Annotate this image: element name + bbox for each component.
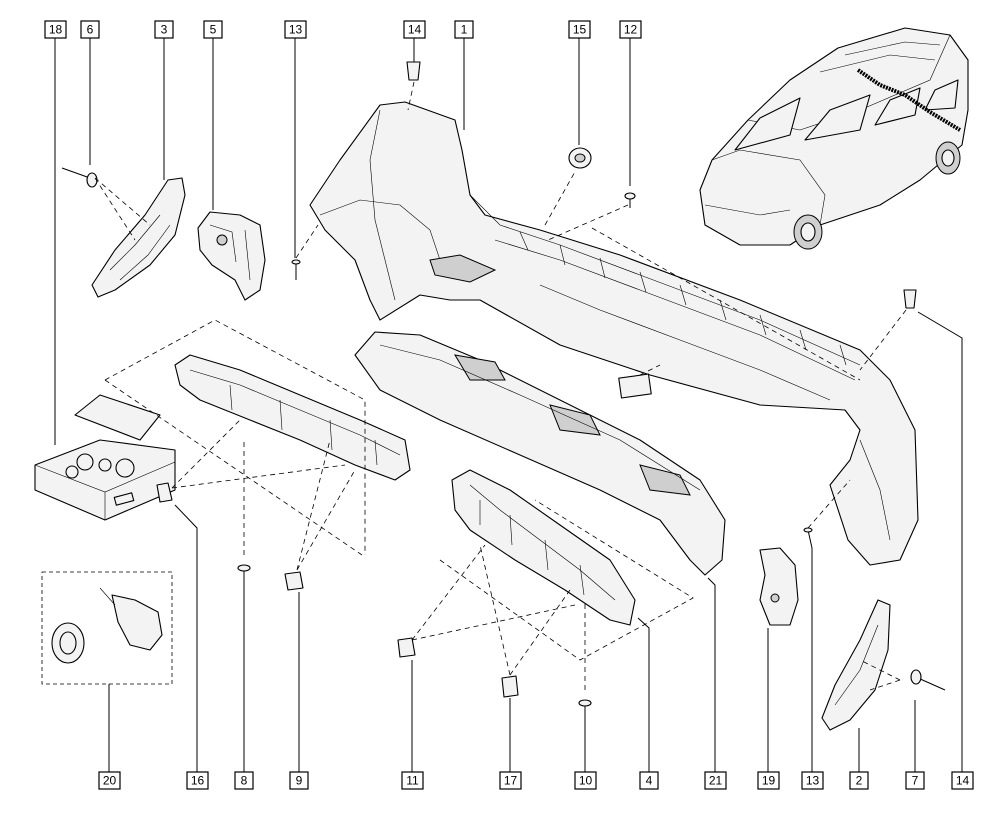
screw-part-10[interactable] <box>578 699 592 718</box>
callout-10[interactable]: 10 <box>574 718 597 790</box>
screw-part-12[interactable] <box>624 192 636 208</box>
energy-absorber-left[interactable] <box>174 354 411 481</box>
callout-label: 16 <box>191 774 205 788</box>
side-bracket-part-3[interactable] <box>91 177 186 298</box>
callout-7[interactable]: 7 <box>905 700 925 790</box>
bracket-part-5[interactable] <box>197 211 266 301</box>
callout-13-top[interactable]: 13 <box>284 20 307 258</box>
callout-3[interactable]: 3 <box>154 20 174 180</box>
lower-valance-part-21[interactable] <box>354 331 726 576</box>
callout-11[interactable]: 11 <box>401 660 424 790</box>
assembly-guide-lines <box>94 81 907 691</box>
clip-nut-part-9[interactable] <box>284 571 304 591</box>
parking-sensor-kit-part-20[interactable] <box>41 571 173 685</box>
clip-part-14-bottom[interactable] <box>903 289 917 309</box>
callout-1[interactable]: 1 <box>454 20 474 130</box>
callout-label: 20 <box>103 774 117 788</box>
callout-label: 4 <box>646 774 653 788</box>
callout-12[interactable]: 12 <box>619 20 642 186</box>
energy-absorber-part-4[interactable] <box>451 469 636 626</box>
rivet-part-6[interactable] <box>61 167 98 188</box>
callout-18[interactable]: 18 <box>44 20 67 445</box>
callout-label: 3 <box>161 23 168 37</box>
side-bracket-part-2[interactable] <box>821 599 891 731</box>
grommet-part-15[interactable] <box>568 147 592 169</box>
callout-label: 13 <box>289 23 303 37</box>
callout-6[interactable]: 6 <box>80 20 100 165</box>
callout-2[interactable]: 2 <box>849 728 869 790</box>
callout-9[interactable]: 9 <box>289 592 309 790</box>
screw-part-13-bottom[interactable] <box>803 527 813 549</box>
screw-part-13-top[interactable] <box>291 259 301 280</box>
callout-label: 21 <box>709 774 723 788</box>
callout-5[interactable]: 5 <box>203 20 223 210</box>
callout-21[interactable]: 21 <box>704 577 727 790</box>
callout-label: 13 <box>806 774 820 788</box>
callout-label: 14 <box>956 774 970 788</box>
callout-13-bottom[interactable]: 13 <box>801 548 824 790</box>
clip-nut-part-11[interactable] <box>397 637 416 658</box>
vehicle-illustration <box>699 27 969 250</box>
callout-label: 19 <box>762 774 776 788</box>
callout-label: 11 <box>406 774 419 788</box>
callout-19[interactable]: 19 <box>757 628 780 790</box>
callout-14-bottom[interactable]: 14 <box>917 311 974 790</box>
callout-label: 18 <box>49 23 63 37</box>
fastener-kit-box-part-18[interactable] <box>34 394 176 521</box>
clip-part-17[interactable] <box>501 675 519 698</box>
clip-part-16[interactable] <box>156 482 173 503</box>
callout-label: 5 <box>210 23 217 37</box>
bracket-part-19[interactable] <box>759 547 799 626</box>
callout-label: 2 <box>856 774 863 788</box>
clip-part-14-top[interactable] <box>406 61 421 81</box>
callout-label: 8 <box>241 774 248 788</box>
callout-label: 9 <box>296 774 303 788</box>
callout-20[interactable]: 20 <box>98 684 121 790</box>
callout-17[interactable]: 17 <box>499 698 522 790</box>
callout-15[interactable]: 15 <box>568 20 591 145</box>
callout-14-top[interactable]: 14 <box>403 20 426 62</box>
screw-part-8[interactable] <box>237 564 251 582</box>
rear-bumper-cover-part-1[interactable] <box>309 101 919 566</box>
callout-label: 10 <box>579 774 593 788</box>
callout-label: 7 <box>912 774 919 788</box>
callout-8[interactable]: 8 <box>234 582 254 790</box>
callout-label: 1 <box>461 23 468 37</box>
callout-label: 12 <box>624 23 638 37</box>
callout-label: 6 <box>87 23 94 37</box>
callout-label: 17 <box>504 774 518 788</box>
rivet-part-7[interactable] <box>910 669 946 691</box>
callout-label: 15 <box>573 23 587 37</box>
callout-label: 14 <box>408 23 422 37</box>
callout-4[interactable]: 4 <box>637 617 659 790</box>
callout-16[interactable]: 16 <box>174 504 209 790</box>
